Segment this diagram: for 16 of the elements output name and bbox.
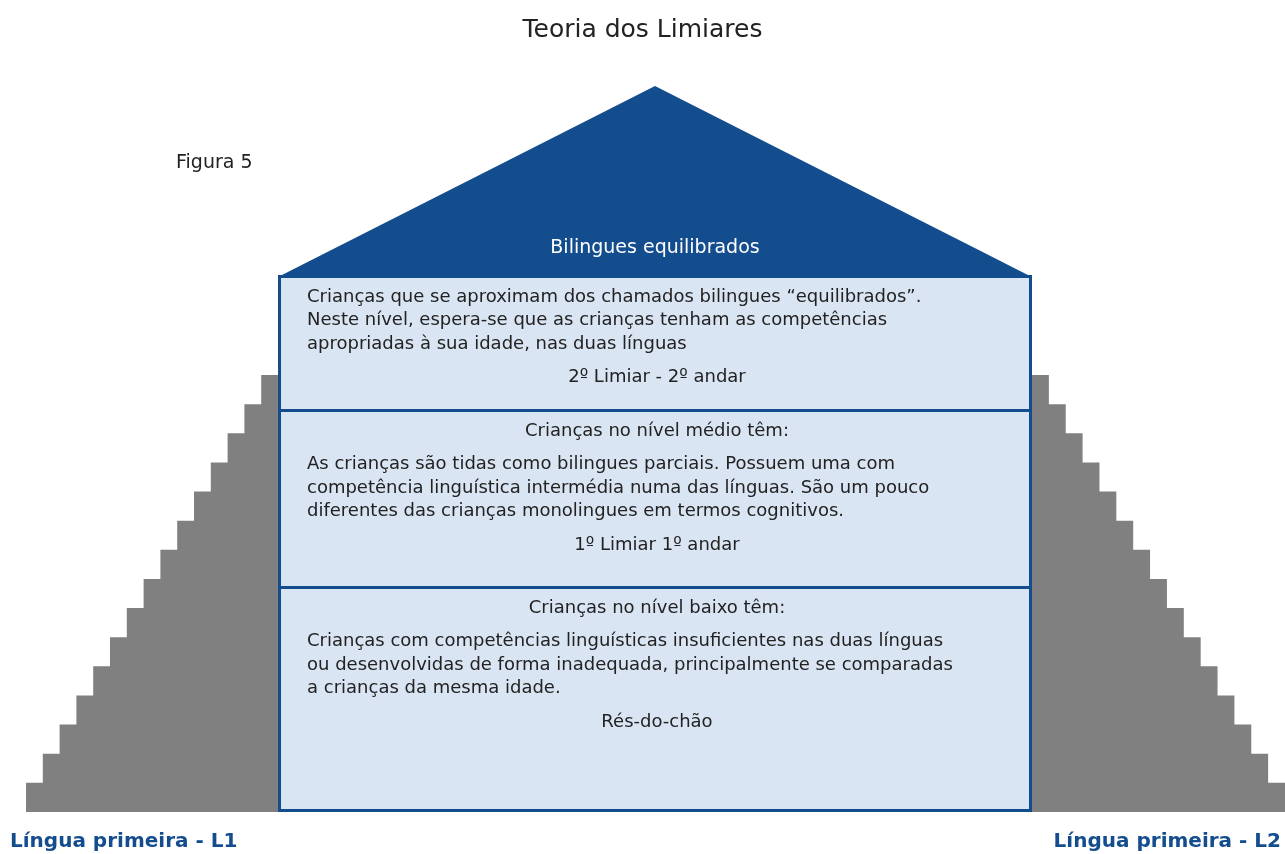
floor-text: Rés-do-chão bbox=[601, 708, 713, 732]
diagram-title: Teoria dos Limiares bbox=[521, 14, 764, 43]
roof-text: Bilingues equilibrados bbox=[550, 235, 760, 257]
floor-text: 2º Limiar - 2º andar bbox=[568, 364, 746, 388]
floor-box bbox=[278, 409, 1032, 589]
floor-text: Crianças com competências linguísticas insuficientes nas duas línguas ou desenvolvidas de forma inadequada, principalmente se comparadas a crianças da mesma idade. bbox=[307, 628, 954, 699]
floor-text: Crianças no nível médio têm: bbox=[525, 418, 789, 442]
floor-text: As crianças são tidas como bilingues parciais. Possuem uma com competência linguística intermédia numa das línguas. São um pouco diferentes das crianças monolingues em termos cognitivos. bbox=[307, 451, 931, 522]
floor-text: Crianças que se aproximam dos chamados bilingues “equilibrados”. Neste nível, espera-se que as crianças tenham as competências apropriadas à sua idade, nas duas línguas bbox=[307, 284, 923, 355]
floor-text: Crianças no nível baixo têm: bbox=[528, 595, 786, 619]
text-label: Língua primeira - L1 bbox=[10, 828, 238, 852]
floor-box bbox=[278, 586, 1032, 812]
text-label: Língua primeira - L2 bbox=[1053, 828, 1281, 852]
floor-text: 1º Limiar 1º andar bbox=[574, 531, 740, 555]
floor-box bbox=[278, 275, 1032, 412]
text-label: Figura 5 bbox=[176, 150, 253, 172]
